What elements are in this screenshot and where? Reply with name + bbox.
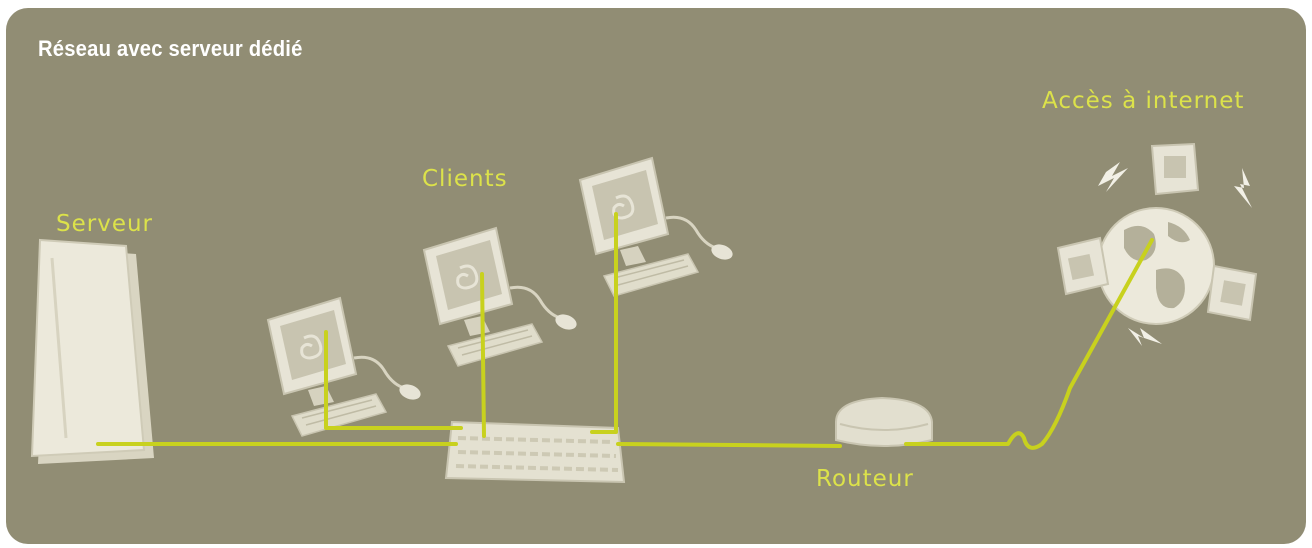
server-icon	[32, 240, 154, 464]
diagram-panel: Réseau avec serveur dédié Serveur Client…	[6, 8, 1306, 544]
hub-router-cable	[618, 444, 840, 446]
internet-globe-icon	[1058, 144, 1256, 346]
server-label: Serveur	[56, 211, 153, 237]
clients-label: Clients	[422, 166, 508, 192]
client2-cable	[482, 274, 484, 436]
client-computer-icon	[268, 298, 423, 436]
diagram-title: Réseau avec serveur dédié	[38, 36, 303, 62]
router-label: Routeur	[816, 466, 914, 492]
internet-label: Accès à internet	[1042, 88, 1244, 114]
router-icon	[836, 398, 932, 446]
client-computer-icon	[580, 158, 735, 296]
client-computer-icon	[424, 228, 579, 366]
